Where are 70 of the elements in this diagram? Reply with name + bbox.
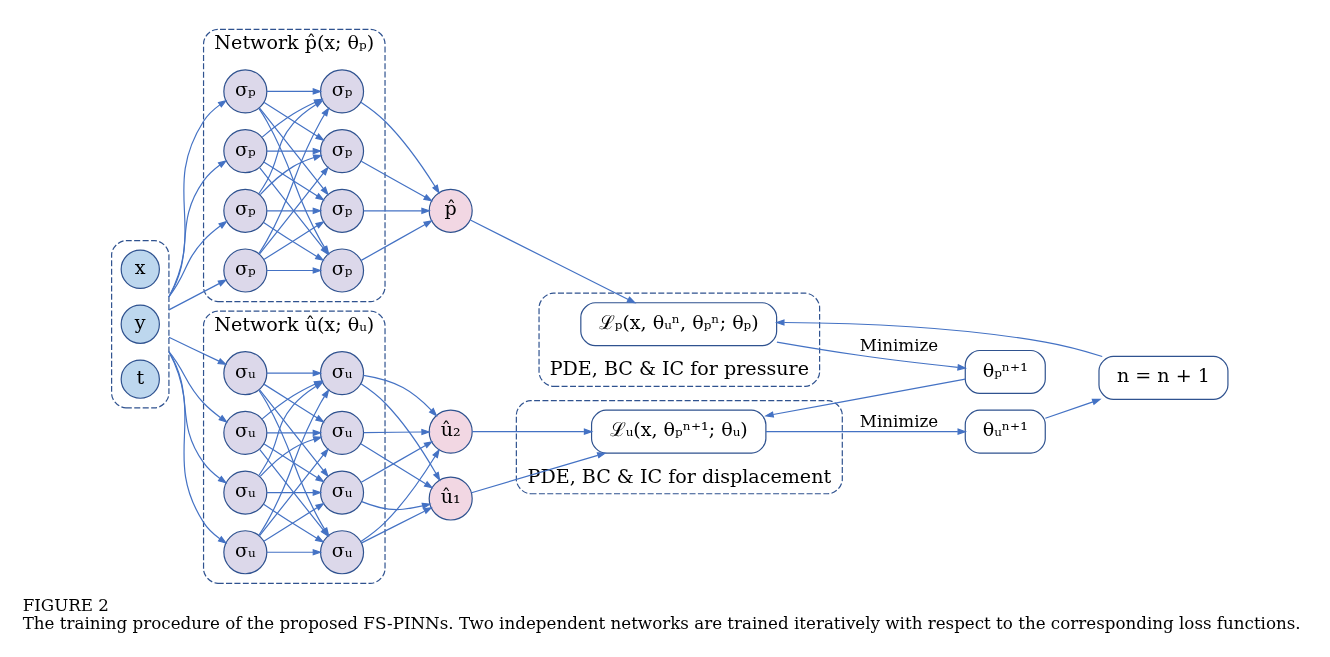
arrow [1044, 398, 1102, 419]
arrow [266, 369, 323, 376]
node-circle: p̂ [428, 188, 473, 233]
node-circle: σᵤ [223, 350, 268, 395]
edge-label: Minimize [859, 410, 939, 431]
arrow [168, 336, 228, 365]
arrow [776, 340, 967, 371]
arrow [361, 506, 433, 543]
arrow [266, 87, 323, 95]
arrow [263, 160, 325, 201]
arrow [266, 429, 323, 436]
node-circle: σᵤ [223, 529, 268, 574]
arrow [266, 548, 323, 556]
arrow [775, 318, 1103, 357]
arrow [259, 435, 323, 477]
node-box: ℒᵤ(x, θₚⁿ⁺¹; θᵤ) [590, 409, 767, 454]
arrow [266, 488, 323, 496]
arrow [259, 106, 329, 196]
arrow [362, 374, 438, 417]
node-circle: t [120, 358, 160, 399]
node-circle: x [120, 249, 160, 289]
arrow [363, 428, 431, 435]
node-circle: σₚ [319, 68, 365, 113]
node-circle: σᵤ [319, 470, 365, 515]
node-box: n = n + 1 [1098, 355, 1229, 400]
arrow [263, 442, 325, 482]
arrow [168, 159, 228, 297]
arrow [360, 448, 440, 542]
node-box: ℒₚ(x, θᵤⁿ, θₚⁿ; θₚ) [580, 301, 778, 346]
arrow [168, 99, 228, 297]
diagram-title: FIGURE 2 [22, 594, 109, 615]
arrow [360, 440, 434, 483]
arrow [259, 153, 323, 195]
arrow [168, 350, 228, 423]
arrow [764, 378, 966, 418]
arrow [360, 382, 441, 481]
edge-label: Minimize [859, 334, 939, 355]
node-circle: û₁ [428, 475, 473, 521]
arrow [168, 278, 228, 310]
arrow [266, 147, 323, 154]
arrow [471, 427, 594, 435]
node-circle: σₚ [223, 247, 268, 293]
node-circle: σₚ [223, 188, 268, 233]
arrow [259, 388, 329, 477]
arrow [469, 219, 637, 304]
arrow [470, 451, 607, 493]
arrow [363, 206, 431, 214]
arrow [266, 206, 323, 214]
cluster [111, 239, 170, 408]
arrow [168, 350, 228, 544]
arrow [168, 220, 228, 297]
node-circle: σₚ [223, 128, 268, 173]
node-circle: σᵤ [319, 350, 365, 395]
node-circle: σₚ [319, 188, 365, 233]
arrow [765, 427, 968, 435]
node-box: θₚⁿ⁺¹ [964, 349, 1046, 394]
node-circle: y [120, 304, 160, 344]
arrow [266, 266, 323, 274]
arrow [361, 500, 432, 510]
arrow [360, 101, 440, 194]
node-box: θᵤⁿ⁺¹ [964, 409, 1046, 454]
arrow [360, 160, 433, 201]
caption: The training procedure of the proposed FS-PINNs. Two independent networks are trained iteratively with respect to the corresponding loss functions. [22, 612, 1301, 633]
arrow [360, 219, 433, 261]
node-circle: σₚ [319, 128, 365, 173]
arrow [360, 442, 434, 489]
node-circle: σᵤ [223, 410, 268, 455]
node-circle: σᵤ [223, 470, 268, 515]
node-circle: σₚ [223, 68, 268, 113]
arrow [168, 350, 228, 484]
